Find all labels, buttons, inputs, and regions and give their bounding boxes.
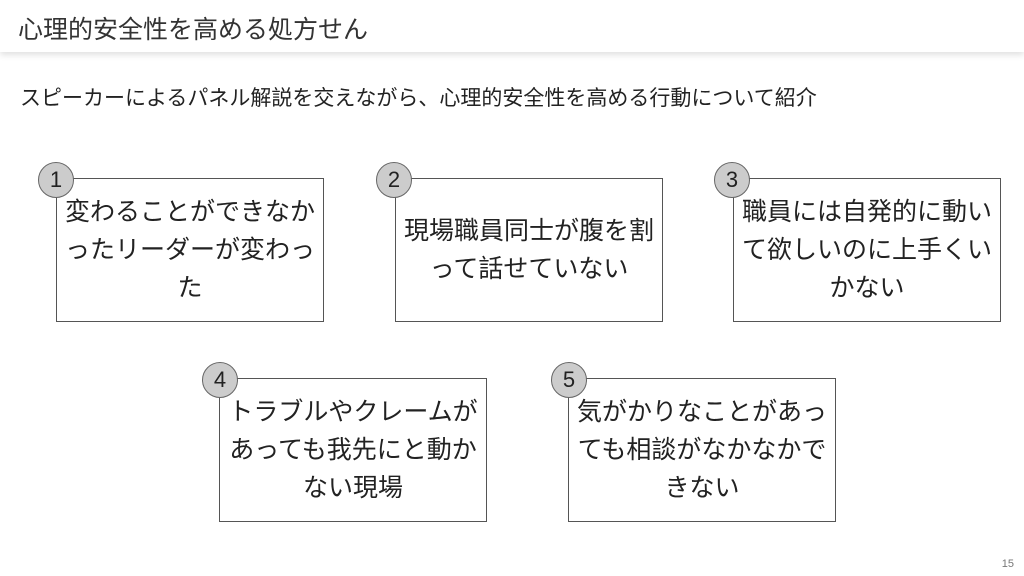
slide-subtitle: スピーカーによるパネル解説を交えながら、心理的安全性を高める行動について紹介	[20, 86, 817, 110]
card-1: 変わることができなかったリーダーが変わった	[56, 178, 324, 322]
card-5: 気がかりなことがあっても相談がなかなかできない	[568, 378, 836, 522]
slide-header: 心理的安全性を高める処方せん	[0, 0, 1024, 52]
card-text: 職員には自発的に動いて欲しいのに上手くいかない	[741, 197, 992, 302]
card-text: 変わることができなかったリーダーが変わった	[64, 197, 315, 302]
number-badge-5: 5	[551, 362, 587, 398]
card-text: 現場職員同士が腹を割って話せていない	[403, 216, 654, 283]
card-2: 現場職員同士が腹を割って話せていない	[395, 178, 663, 322]
number-badge-4: 4	[202, 362, 238, 398]
number-badge-1: 1	[38, 162, 74, 198]
card-text: トラブルやクレームがあっても我先にと動かない現場	[228, 397, 478, 502]
slide-title: 心理的安全性を高める処方せん	[18, 15, 369, 44]
number-badge-3: 3	[714, 162, 750, 198]
number-badge-2: 2	[376, 162, 412, 198]
page-number: 15	[1001, 558, 1014, 570]
card-4: トラブルやクレームがあっても我先にと動かない現場	[219, 378, 487, 522]
card-text: 気がかりなことがあっても相談がなかなかできない	[576, 397, 827, 502]
card-3: 職員には自発的に動いて欲しいのに上手くいかない	[733, 178, 1001, 322]
